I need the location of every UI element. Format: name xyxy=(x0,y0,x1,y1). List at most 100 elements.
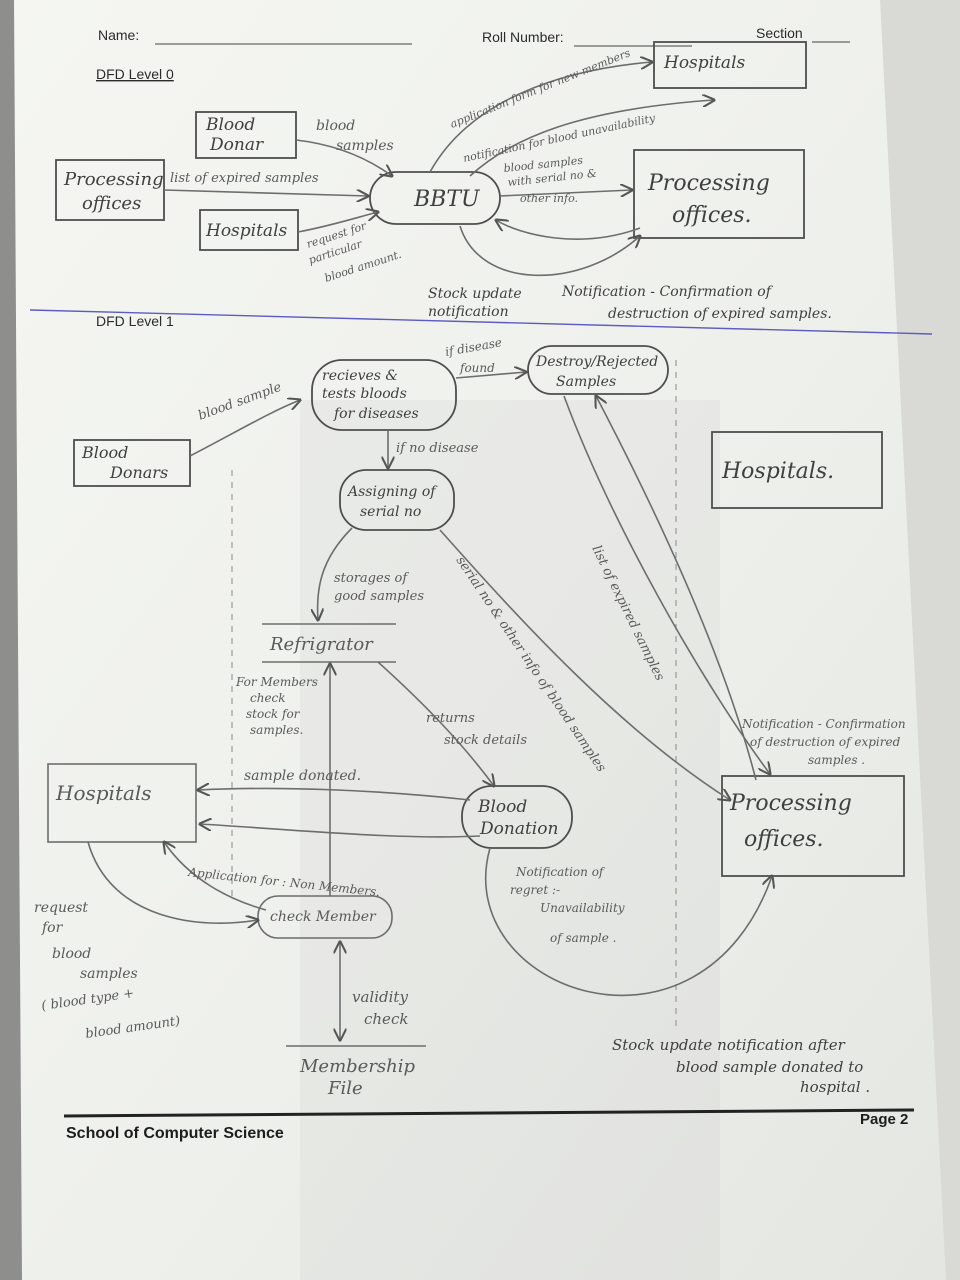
level1-title: DFD Level 1 xyxy=(96,313,174,329)
lbl-sample-donated: sample donated. xyxy=(244,768,361,784)
proc-right-l0-line1: Processing xyxy=(647,171,770,196)
entity-hospitals-right-l1: Hospitals. xyxy=(711,431,883,509)
lbl-request-3: blood xyxy=(52,946,91,962)
lbl-l1-confirm-1: Notification - Confirmation xyxy=(741,717,906,731)
lbl-if-disease-2: found xyxy=(459,361,495,375)
entity-processing-offices-left: Processing offices xyxy=(55,159,165,221)
proc-left-line1: Processing xyxy=(63,169,164,190)
lbl-request-4: samples xyxy=(80,966,138,982)
level1-flows xyxy=(87,372,772,1040)
donation-line1: Blood xyxy=(477,797,527,817)
flow-bbtu-hosp-app xyxy=(429,62,652,173)
section-label: Section xyxy=(756,25,803,41)
proc-right-l0-line2: offices. xyxy=(672,203,752,228)
lbl-l1-confirm-2: of destruction of expired xyxy=(750,735,901,749)
hospitals-right-l0-label: Hospitals xyxy=(663,53,746,73)
shadow-overlay xyxy=(300,400,720,1280)
receive-line1: recieves & xyxy=(322,368,398,384)
receive-line3: for diseases xyxy=(333,406,419,422)
flow-donation-hosp-regret xyxy=(200,824,481,838)
lbl-if-no-disease: if no disease xyxy=(396,441,479,456)
lbl-returns: returns xyxy=(426,711,475,726)
name-label: Name: xyxy=(98,27,139,43)
lbl-stock-update-l1-2: blood sample donated to xyxy=(676,1058,863,1076)
lbl-list-expired-l0: list of expired samples xyxy=(170,171,319,186)
entity-processing-offices-l1: Processing offices. xyxy=(721,775,905,877)
process-blood-donation: Blood Donation xyxy=(461,785,573,849)
lbl-stock-update-1: Stock update xyxy=(428,286,522,302)
flow-bbtu-hosp-notif xyxy=(469,100,714,177)
flow-donor-bbtu xyxy=(295,139,392,176)
refrigerator-label: Refrigrator xyxy=(269,634,374,655)
lbl-regret-4: of sample . xyxy=(550,931,616,945)
donars-line2: Donars xyxy=(109,463,168,482)
roll-number-label: Roll Number: xyxy=(482,29,564,45)
flow-bbtu-proc-confirm xyxy=(459,225,640,277)
assign-line1: Assigning of xyxy=(346,484,438,500)
entity-hospitals-left-l0: Hospitals xyxy=(199,209,299,251)
flow-bbtu-proc xyxy=(499,190,632,196)
lbl-blood: blood xyxy=(316,118,355,134)
flow-proc-bbtu xyxy=(163,189,368,196)
lbl-confirm-1: Notification - Confirmation of xyxy=(561,284,774,300)
flow-donars-receive xyxy=(189,400,300,457)
store-membership-file: Membership File xyxy=(286,1045,426,1099)
lbl-regret-2: regret :- xyxy=(510,883,560,897)
flow-assign-fridge xyxy=(318,527,353,620)
lbl-stock-update-l1-1: Stock update notification after xyxy=(612,1036,846,1054)
lbl-validity-2: check xyxy=(364,1010,408,1028)
paper-sheet xyxy=(14,0,946,1280)
footer-rule xyxy=(63,1108,915,1118)
lbl-samples-serial-3: other info. xyxy=(520,192,578,205)
flow-fridge-donation xyxy=(377,661,494,786)
donars-line1: Blood xyxy=(81,443,128,462)
level0-flows xyxy=(163,62,714,277)
hospitals-right-l1-label: Hospitals. xyxy=(721,459,834,484)
entity-hospitals-left-l1: Hospitals xyxy=(47,763,197,843)
lbl-confirm-2: destruction of expired samples. xyxy=(608,306,832,322)
flow-hosp-bbtu xyxy=(297,212,378,233)
bbtu-label: BBTU xyxy=(413,187,481,212)
receive-line2: tests bloods xyxy=(322,386,407,402)
flow-receive-destroy xyxy=(455,372,526,378)
flow-destroy-proc-confirm xyxy=(563,395,770,774)
hospitals-left-l1-label: Hospitals xyxy=(55,781,152,805)
footer: School of Computer Science Page 2 xyxy=(63,1108,915,1142)
check-member-label: check Member xyxy=(270,909,377,925)
lbl-regret-3: Unavailability xyxy=(540,901,625,915)
entity-blood-donars-l1: Blood Donars xyxy=(73,439,191,487)
lbl-request-2: for xyxy=(41,920,64,936)
entity-processing-offices-right-l0: Processing offices. xyxy=(633,149,805,239)
flow-donation-hosp-sample xyxy=(198,788,471,801)
footer-school: School of Computer Science xyxy=(66,1125,284,1142)
lbl-regret-1: Notification of xyxy=(515,865,606,879)
lbl-members-1: For Members xyxy=(235,675,318,689)
membership-line2: File xyxy=(327,1078,363,1099)
lbl-validity-1: validity xyxy=(352,988,408,1006)
process-assign-serial: Assigning of serial no xyxy=(339,469,455,531)
destroy-line2: Samples xyxy=(556,374,616,390)
lbl-stock-update-2: notification xyxy=(428,304,509,320)
lbl-storage-2: good samples xyxy=(334,589,424,604)
blood-donor-line1: Blood xyxy=(205,115,255,135)
proc-l1-line1: Processing xyxy=(729,791,852,816)
header: Name: Roll Number: Section xyxy=(98,25,850,47)
process-bbtu: BBTU xyxy=(369,171,501,225)
footer-page: Page 2 xyxy=(860,1111,908,1128)
blood-donor-line2: Donar xyxy=(209,135,264,155)
level0-title: DFD Level 0 xyxy=(96,66,174,82)
flow-assign-proc xyxy=(439,529,730,800)
lbl-request-1: request xyxy=(34,900,88,916)
lbl-storage-1: storages of xyxy=(334,571,409,586)
flow-proc-destroy-list xyxy=(596,396,757,781)
membership-line1: Membership xyxy=(299,1056,416,1077)
flow-donation-proc-stock xyxy=(484,847,772,997)
hospitals-left-l0-label: Hospitals xyxy=(205,221,288,241)
entity-blood-donor: Blood Donar xyxy=(195,111,297,159)
assign-line2: serial no xyxy=(360,504,421,520)
lbl-l1-confirm-3: samples . xyxy=(808,753,865,767)
process-destroy: Destroy/Rejected Samples xyxy=(527,345,669,395)
lbl-members-3: stock for xyxy=(246,707,301,721)
flow-hosp-check xyxy=(87,841,258,923)
